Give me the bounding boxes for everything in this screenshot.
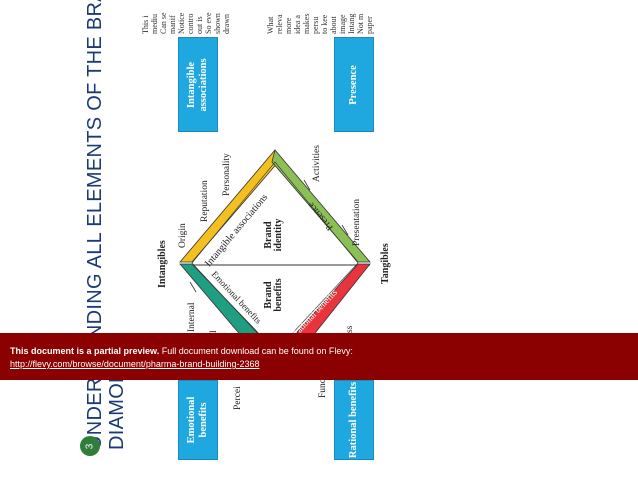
desc-right-line: releva [275,14,284,34]
desc-right-line: to kee [320,14,329,34]
box-intangible-associations: Intangible associations [178,37,218,132]
desc-right-line: idea a [293,15,302,34]
banner-normal-text: Full document download can be found on F… [159,346,353,356]
box-emotional-benefits: Emotional benefits [178,380,218,460]
desc-right-line: Intang [347,13,356,34]
desc-left-line: Notice [177,12,186,34]
attribute-origin: Origin [178,223,188,248]
description-left: This i mediu Can se manif Notice contro … [141,12,231,34]
desc-right-line: What [266,16,275,34]
attribute-functional: Func [318,379,328,398]
desc-left-line: out is [195,16,204,34]
box-rational-benefits-label: Rational benefits [348,381,359,459]
box-intangible-associations-label: Intangible associations [186,57,209,112]
page-number-badge: 3 [80,436,100,456]
desc-right-line: about [329,16,338,34]
desc-right-line: makes [302,13,311,34]
attribute-presentation: Presentation [352,199,362,246]
desc-left-line: manif [168,15,177,34]
desc-right-line: Not m [356,13,365,34]
banner-bold-text: This document is a partial preview. [10,346,160,356]
attribute-activities: Activities [312,145,322,182]
attribute-reputation: Reputation [200,180,210,222]
attribute-personality: Personality [222,153,232,196]
desc-right-line: persu [311,16,320,34]
box-rational-benefits: Rational benefits [334,380,374,460]
banner-message: This document is a partial preview. Full… [10,345,628,358]
attribute-internal: Internal [187,302,197,332]
intangibles-label: Intangibles [157,240,168,288]
preview-banner: This document is a partial preview. Full… [0,333,638,380]
description-right: What releva more idea a makes persu to k… [266,14,374,34]
tangibles-label: Tangibles [380,243,391,284]
box-presence: Presence [334,37,374,132]
box-presence-label: Presence [348,64,359,105]
desc-right-line: more [284,17,293,34]
brand-benefits-label: Brand benefits [263,278,284,312]
desc-right-line: paper [365,16,374,34]
tick-activities [303,179,311,191]
desc-left-line: mediu [150,14,159,34]
desc-left-line: shown [213,13,222,34]
desc-left-line: This i [141,15,150,34]
desc-left-line: So eve [204,12,213,34]
desc-right-line: image [338,14,347,34]
attribute-perceived: Percei [233,386,243,410]
desc-left-line: Can se [159,12,168,34]
tick-internal [189,281,197,293]
attribute-ss: ss [345,325,355,333]
diamond-inner-outline [191,161,359,353]
box-emotional-benefits-label: Emotional benefits [186,396,209,444]
desc-left-line: contro [186,13,195,34]
banner-download-link[interactable]: http://flevy.com/browse/document/pharma-… [10,359,260,369]
band-presence [271,149,371,263]
tick-presentation [341,224,349,236]
brand-identity-label: Brand identity [263,218,284,252]
desc-left-line: drawn [222,14,231,34]
